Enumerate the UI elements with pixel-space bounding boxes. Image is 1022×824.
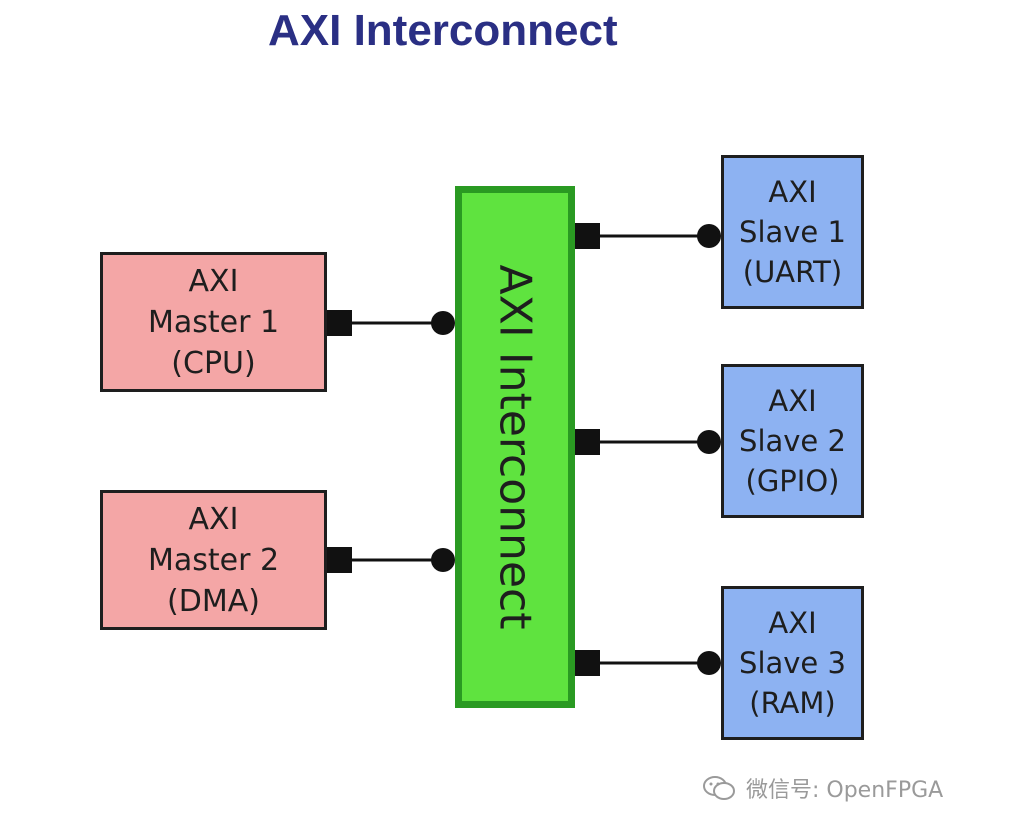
master-2-link: [326, 547, 455, 573]
slave-2-link: [574, 429, 721, 455]
slave-1-line1: AXI: [768, 175, 817, 209]
master-2-line2: Master 2: [147, 542, 280, 578]
master-2-box: AXI Master 2 (DMA): [100, 490, 327, 630]
master-2-connector: [431, 548, 455, 572]
master-2-line1: AXI: [188, 501, 239, 537]
slave-2-line1: AXI: [768, 384, 817, 418]
slave-2-connector: [697, 430, 721, 454]
master-1-line1: AXI: [188, 263, 239, 299]
master-1-port: [326, 310, 352, 336]
master-1-link: [326, 310, 455, 336]
slave-2-box: AXI Slave 2 (GPIO): [721, 364, 864, 518]
slave-3-line3: (RAM): [749, 686, 836, 720]
wechat-icon: [703, 776, 735, 800]
master-1-line3: (CPU): [171, 345, 256, 381]
slave-3-port: [574, 650, 600, 676]
slave-2-line3: (GPIO): [745, 464, 840, 498]
slave-1-port: [574, 223, 600, 249]
master-1-connector: [431, 311, 455, 335]
slave-1-connector: [697, 224, 721, 248]
slave-1-line2: Slave 1: [739, 215, 846, 249]
slave-3-link: [574, 650, 721, 676]
watermark: 微信号: OpenFPGA: [702, 772, 943, 804]
slave-3-connector: [697, 651, 721, 675]
slave-3-line1: AXI: [768, 606, 817, 640]
slave-3-line2: Slave 3: [739, 646, 846, 680]
slave-2-port: [574, 429, 600, 455]
slave-1-line3: (UART): [742, 255, 843, 289]
slave-1-box: AXI Slave 1 (UART): [721, 155, 864, 309]
diagram-title: AXI Interconnect: [268, 6, 618, 55]
slave-3-box: AXI Slave 3 (RAM): [721, 586, 864, 740]
watermark-text: 微信号: OpenFPGA: [746, 778, 944, 803]
master-1-line2: Master 1: [147, 304, 280, 340]
master-1-box: AXI Master 1 (CPU): [100, 252, 327, 392]
interconnect-label: AXI Interconnect: [489, 264, 541, 630]
slave-1-link: [574, 223, 721, 249]
slave-2-line2: Slave 2: [739, 424, 846, 458]
master-2-line3: (DMA): [167, 583, 260, 619]
master-2-port: [326, 547, 352, 573]
interconnect-block: AXI Interconnect: [455, 186, 575, 708]
